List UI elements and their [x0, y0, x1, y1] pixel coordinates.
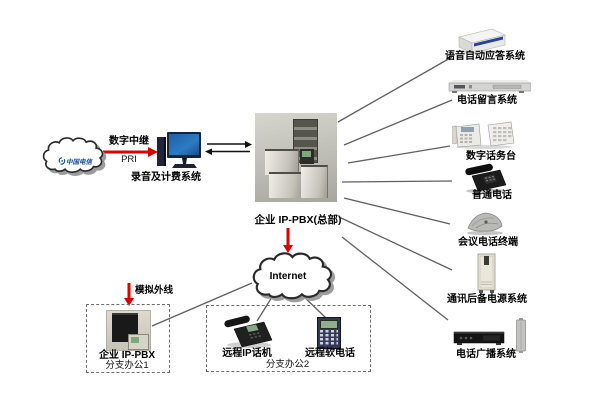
- backup-power-icon: [477, 253, 496, 293]
- softphone-screen: [320, 320, 338, 329]
- connector-line: [337, 56, 453, 123]
- backup-power-device: [477, 253, 497, 300]
- branch1-office-label: 分支办公1: [105, 360, 149, 371]
- cloud-shape: [252, 252, 333, 300]
- amplifier-icon: [453, 331, 505, 345]
- pbx-console-phone: [300, 148, 315, 164]
- voice-auto-answer-label: 语音自动应答系统: [445, 51, 525, 62]
- ordinary-phone-label: 普通电话: [472, 190, 512, 201]
- pbx-internet-arrow: [283, 228, 293, 253]
- digital-console-icon: [451, 121, 515, 149]
- analog-line-label: 模拟外线: [135, 285, 174, 296]
- softphone-keypad: [320, 330, 338, 345]
- broadcast-amplifier-device: [453, 330, 505, 352]
- voicemail-label: 电话留言系统: [457, 95, 517, 106]
- ordinary-phone-icon: [465, 163, 507, 194]
- digital-console-device: [451, 117, 516, 154]
- pri-trunk-arrow: [103, 147, 158, 157]
- internet-cloud: Internet: [247, 251, 343, 303]
- connector-line: [338, 216, 453, 271]
- branch-office-1-box: [86, 304, 170, 373]
- connector-line: [256, 296, 273, 322]
- pbx-cabinet: [268, 171, 303, 198]
- branch-pbx-phone: [127, 334, 150, 350]
- connector-line: [347, 145, 451, 164]
- branch-office-2-box: [206, 305, 371, 372]
- broadcast-system-label: 电话广播系统: [456, 349, 516, 360]
- headquarters-pbx-label: 企业 IP-PBX(总部): [254, 214, 342, 226]
- internet-label: Internet: [269, 271, 307, 282]
- connector-line: [341, 236, 449, 321]
- conference-phone-icon: [467, 212, 503, 236]
- pri-label: PRI: [121, 154, 137, 165]
- backup-power-label: 通讯后备电源系统: [447, 294, 527, 305]
- connector-line: [343, 99, 453, 146]
- pbx-cabinet: [264, 148, 299, 175]
- connector-line: [343, 197, 451, 225]
- remote-ip-phone-device: [222, 313, 274, 354]
- connector-line: [151, 282, 253, 327]
- recording-system-label: 录音及计费系统: [131, 172, 201, 183]
- branch2-office-label: 分支办公2: [265, 359, 310, 370]
- analog-line-arrow: [124, 283, 134, 306]
- pbx-device-links: [337, 56, 453, 321]
- remote-softphone-label: 远程软电话: [305, 348, 355, 359]
- monitor-icon: [157, 132, 201, 168]
- pbx-cabinet: [300, 164, 329, 198]
- broadcast-speaker-device: [515, 318, 527, 359]
- telecom-logo-text: 中国电信: [66, 159, 92, 166]
- telecom-logo-icon: [58, 157, 66, 165]
- voice-auto-answer-device: [456, 27, 508, 59]
- telecom-cloud: 中国电信: [42, 134, 108, 178]
- conference-phone-label: 会议电话终端: [458, 237, 518, 248]
- branch1-device-label: 企业 IP-PBX: [98, 350, 156, 361]
- voice-auto-answer-icon: [458, 28, 506, 54]
- cloud-shape: [42, 137, 104, 173]
- headquarters-pbx-device: [255, 113, 337, 202]
- ip-phone-icon: [224, 315, 273, 348]
- digital-console-label: 数字话务台: [466, 151, 516, 162]
- recording-system-device: [156, 131, 202, 175]
- digital-trunk-label: 数字中继: [109, 136, 149, 147]
- remote-ip-phone-label: 远程IP话机: [222, 348, 272, 359]
- ordinary-phone-device: [462, 163, 508, 199]
- connector-line: [341, 180, 453, 183]
- conference-phone-device: [464, 209, 506, 241]
- branch-pbx-device: [106, 310, 151, 351]
- voicemail-rack-icon: [448, 80, 532, 93]
- bidirectional-arrows: [205, 141, 252, 155]
- column-speaker-icon: [516, 318, 526, 353]
- remote-softphone-device: [317, 317, 341, 349]
